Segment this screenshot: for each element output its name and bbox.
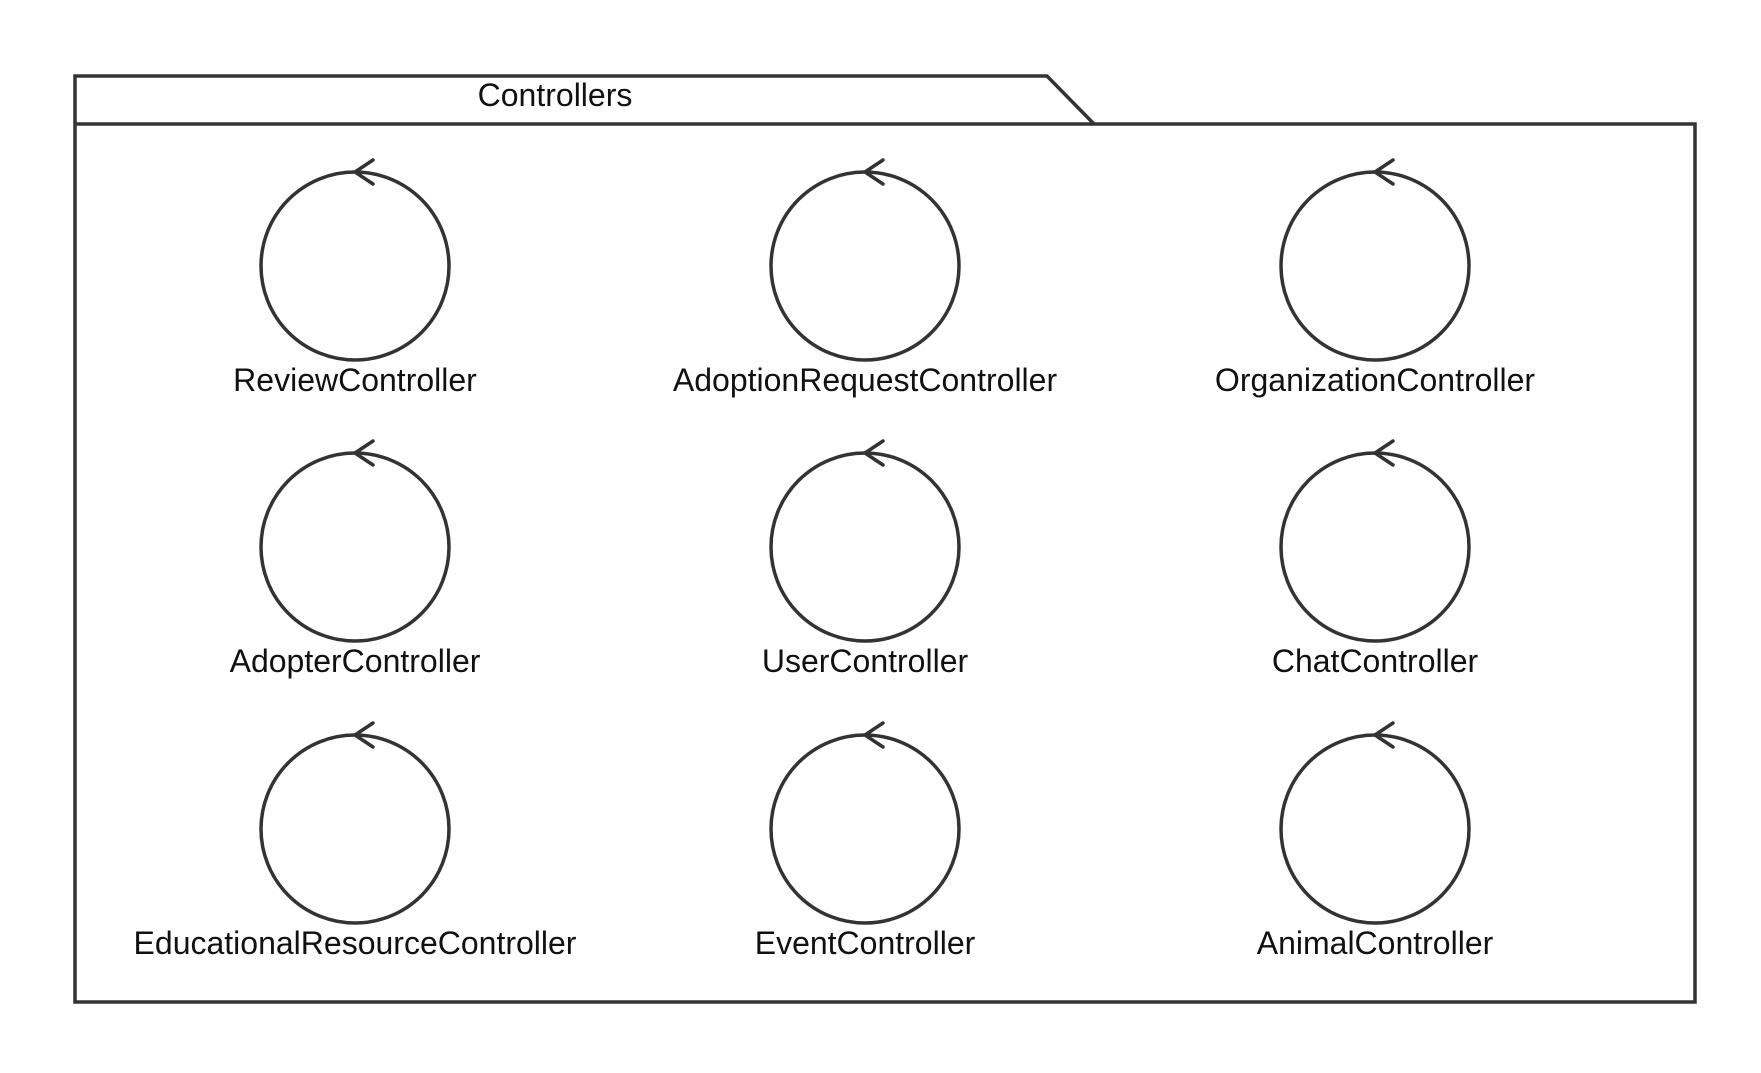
controller-label: ChatController: [1272, 643, 1479, 679]
control-arrow-icon: [1373, 721, 1395, 749]
control-arrow-icon: [353, 721, 375, 749]
controller-label: AdopterController: [230, 643, 481, 679]
controller-node[interactable]: EventController: [755, 721, 976, 961]
controller-node[interactable]: ChatController: [1272, 439, 1479, 679]
controller-node[interactable]: OrganizationController: [1215, 158, 1536, 398]
controller-label: UserController: [762, 643, 969, 679]
controller-label: EducationalResourceController: [134, 925, 577, 961]
controller-circle-icon: [1279, 451, 1471, 643]
package-body: [73, 122, 1697, 1004]
control-arrow-icon: [1373, 158, 1395, 186]
controller-circle-icon: [1279, 170, 1471, 362]
package-tab: [73, 74, 1096, 126]
package-controllers[interactable]: Controllers: [73, 74, 1697, 1004]
controller-circle-icon: [769, 451, 961, 643]
controller-node[interactable]: AnimalController: [1257, 721, 1494, 961]
controller-label: AnimalController: [1257, 925, 1494, 961]
controller-label: OrganizationController: [1215, 362, 1536, 398]
package-title: Controllers: [478, 77, 633, 113]
controller-circle-icon: [259, 733, 451, 925]
controller-node[interactable]: UserController: [762, 439, 969, 679]
control-arrow-icon: [353, 158, 375, 186]
controller-circle-icon: [259, 170, 451, 362]
controller-node[interactable]: AdopterController: [230, 439, 481, 679]
controller-label: AdoptionRequestController: [673, 362, 1058, 398]
controller-label: ReviewController: [233, 362, 477, 398]
control-arrow-icon: [353, 439, 375, 467]
controller-circle-icon: [1279, 733, 1471, 925]
control-arrow-icon: [863, 439, 885, 467]
controller-node[interactable]: ReviewController: [233, 158, 477, 398]
controllers-grid: ReviewController AdoptionRequestControlle…: [134, 158, 1536, 961]
controller-node[interactable]: AdoptionRequestController: [673, 158, 1058, 398]
controller-node[interactable]: EducationalResourceController: [134, 721, 577, 961]
control-arrow-icon: [863, 721, 885, 749]
control-arrow-icon: [1373, 439, 1395, 467]
controller-circle-icon: [769, 733, 961, 925]
controller-circle-icon: [769, 170, 961, 362]
controller-circle-icon: [259, 451, 451, 643]
control-arrow-icon: [863, 158, 885, 186]
controller-label: EventController: [755, 925, 976, 961]
